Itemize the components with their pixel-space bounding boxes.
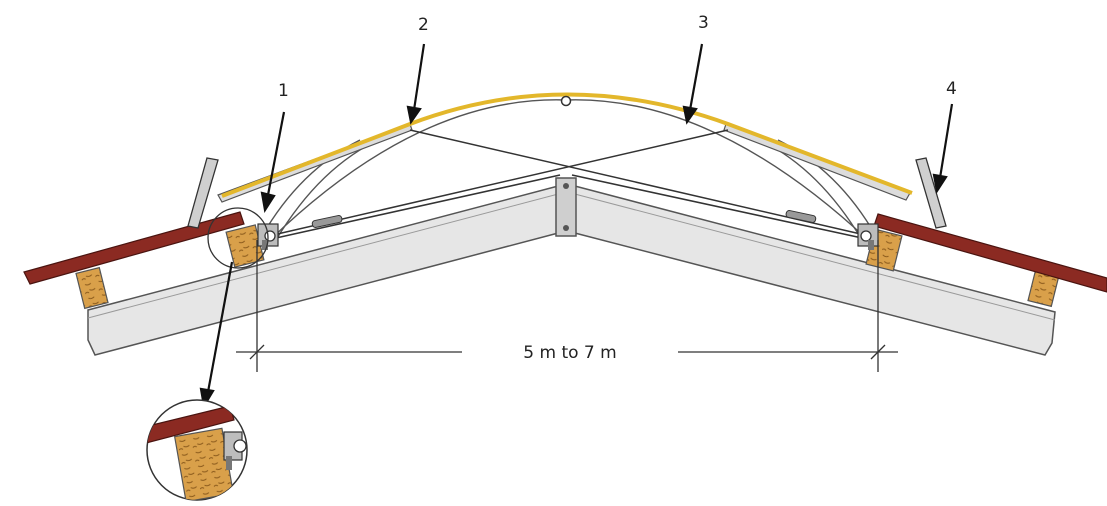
callout-arrows (199, 43, 954, 410)
right-roof-tiles (873, 213, 1107, 293)
callout-4: 4 (946, 79, 957, 99)
right-clamp-bracket (857, 223, 879, 250)
ridge-connector-plate (555, 177, 577, 237)
tension-rods (275, 174, 863, 239)
callout-3: 3 (698, 13, 709, 33)
detail-inset (146, 399, 248, 501)
cover-sheet (221, 92, 913, 198)
ridge-eye (560, 95, 572, 107)
dimension-line (236, 240, 898, 372)
left-rafter-beam (87, 184, 563, 356)
right-rafter-beam (570, 184, 1056, 356)
callout-2: 2 (418, 15, 429, 35)
left-batten-outer (75, 266, 109, 310)
left-roof-tiles (23, 211, 245, 285)
callout-1: 1 (278, 81, 289, 101)
right-edge-plate (915, 157, 947, 229)
turnbuckle-left (311, 215, 343, 228)
right-side-rail (723, 123, 911, 201)
detail-marker-circle (207, 207, 269, 269)
dimension-label: 5 m to 7 m (523, 343, 616, 363)
left-edge-plate (187, 157, 219, 229)
turnbuckle-right (785, 210, 817, 223)
